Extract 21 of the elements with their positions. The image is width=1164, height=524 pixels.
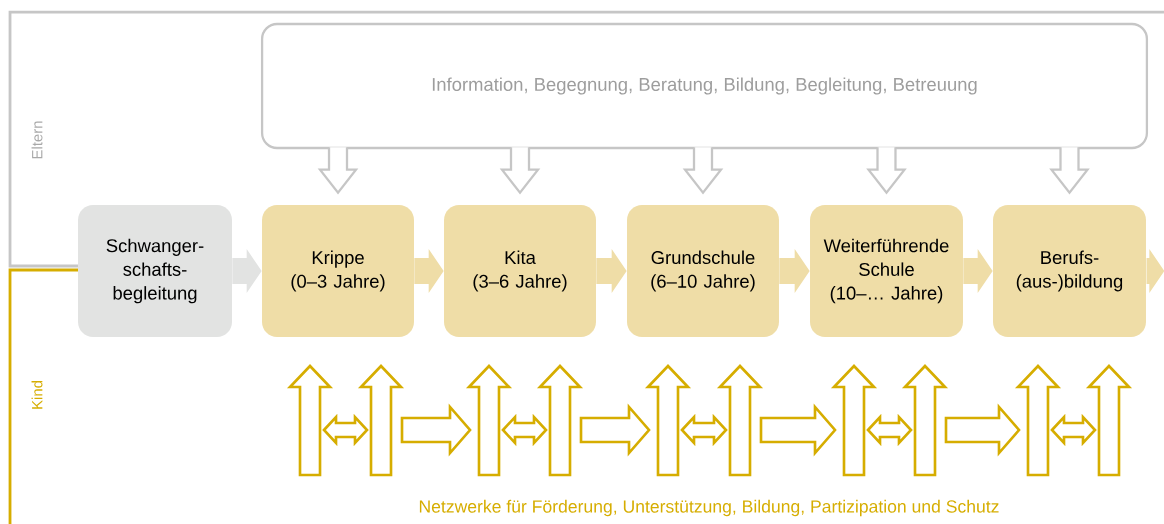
stage-box: Schwanger- schafts- begleitung (78, 205, 232, 337)
arrow (414, 249, 444, 293)
caption: Netzwerke für Förderung, Unterstützung, Bildung, Partizipation und Schutz (419, 499, 999, 517)
arrow (499, 146, 541, 195)
side-label: Kind (31, 381, 43, 409)
arrow (682, 146, 724, 195)
arrow (866, 146, 907, 195)
stage-box: Kita (3–6 Jahre) (444, 205, 596, 337)
side-label: Eltern (31, 121, 43, 159)
services-box: Information, Begegnung, Beratung, Bildung, Begleitung, Betreuung (260, 22, 1149, 150)
arrow (779, 249, 810, 293)
stage-box: Berufs- (aus-)bildung (993, 205, 1146, 337)
arrow (1146, 249, 1164, 293)
arrow (232, 249, 262, 293)
arrow (317, 146, 359, 195)
stage-box: Krippe (0–3 Jahre) (262, 205, 414, 337)
stage-box: Grundschule (6–10 Jahre) (627, 205, 779, 337)
arrow (963, 249, 993, 293)
arrow (1049, 146, 1090, 195)
arrow (596, 249, 627, 293)
stage-box: Weiterführende Schule (10–… Jahre) (810, 205, 963, 337)
